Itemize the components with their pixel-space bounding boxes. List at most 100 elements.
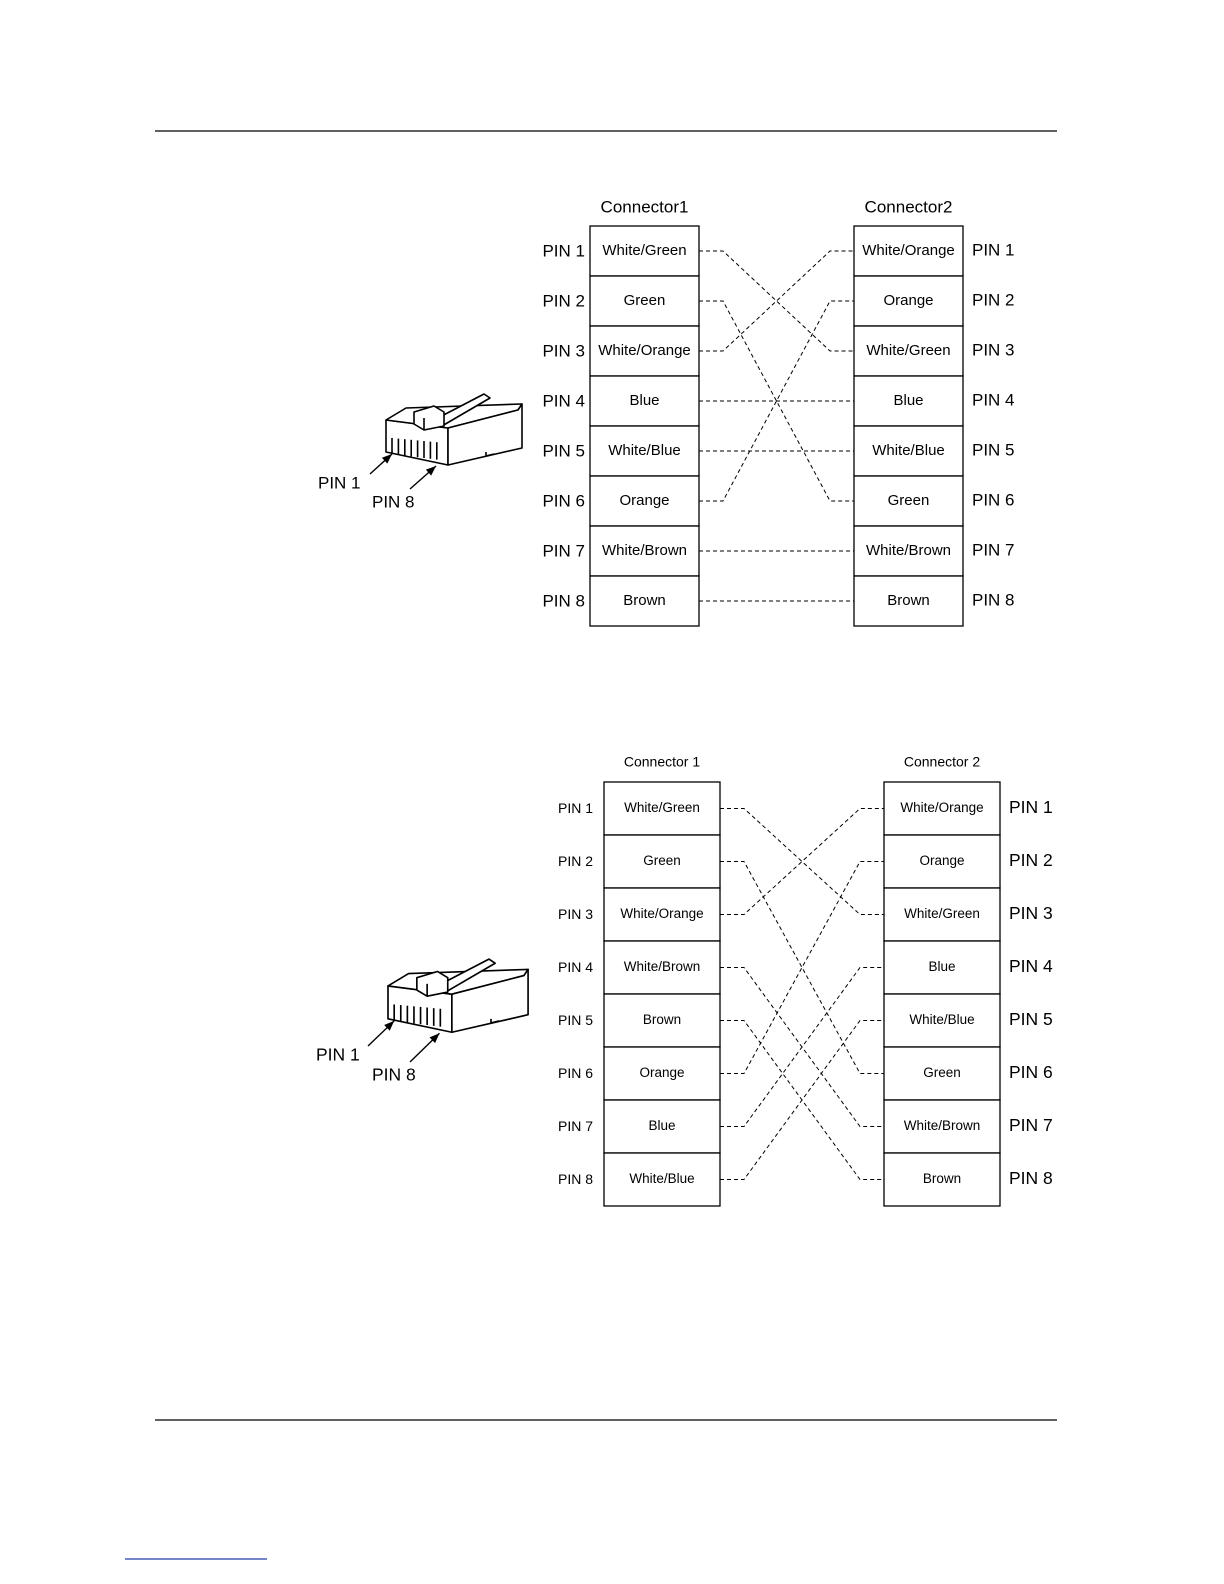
wire-connection xyxy=(720,1020,884,1180)
connector2-pin-label: PIN 8 xyxy=(972,590,1015,609)
connector1-pin-cell xyxy=(589,225,700,277)
connector1-wire-color: Brown xyxy=(643,1012,681,1027)
connector1-pin-label: PIN 7 xyxy=(558,1118,593,1134)
connector1-wire-color: Green xyxy=(643,853,681,868)
connector2-wire-color: White/Green xyxy=(866,342,950,359)
connector2-pin-cell xyxy=(853,525,964,577)
connector2-wire-color: Green xyxy=(923,1065,961,1080)
connector2-pin-label: PIN 6 xyxy=(1009,1062,1053,1082)
connector1-pin-label: PIN 5 xyxy=(542,441,585,460)
wire-connection xyxy=(699,300,854,502)
connector2-pin-label: PIN 3 xyxy=(1009,903,1053,923)
connector1-wire-color: Blue xyxy=(629,392,659,409)
connector1-pin-cell xyxy=(603,781,721,836)
wire-connection xyxy=(720,808,884,915)
connector2-pin-label: PIN 2 xyxy=(972,290,1015,309)
connector1-wire-color: White/Brown xyxy=(624,959,701,974)
connector1-wire-color: White/Blue xyxy=(629,1171,694,1186)
connector2-pin-label: PIN 5 xyxy=(972,440,1015,459)
connector1-wire-color: Green xyxy=(624,292,666,309)
plug-pin1-label: PIN 1 xyxy=(316,1045,360,1065)
connector1-pin-label: PIN 3 xyxy=(558,906,593,922)
connector2-pin-label: PIN 4 xyxy=(1009,956,1053,976)
connector1-pin-label: PIN 6 xyxy=(542,491,585,510)
connector2-wire-color: Green xyxy=(888,492,930,509)
connector2-pin-cell xyxy=(883,887,1001,942)
connector1-wire-color: Blue xyxy=(648,1118,675,1133)
connector1-pin-label: PIN 3 xyxy=(542,341,585,360)
pointer-arrow-icon xyxy=(369,453,393,475)
connector2-wire-color: Orange xyxy=(883,292,933,309)
connector1-pin-cell xyxy=(589,275,700,327)
connector2-pin-cell xyxy=(883,940,1001,995)
connector1-wire-color: White/Orange xyxy=(598,342,691,359)
connector2-wire-color: Blue xyxy=(893,392,923,409)
connector1-pin-label: PIN 2 xyxy=(542,291,585,310)
connector2-pin-cell xyxy=(883,834,1001,889)
connector2-pin-label: PIN 2 xyxy=(1009,850,1053,870)
connector1-pin-cell xyxy=(603,1152,721,1207)
connector1-wire-color: White/Brown xyxy=(602,542,687,559)
connector2-pin-cell xyxy=(853,225,964,277)
connector2-pin-label: PIN 4 xyxy=(972,390,1015,409)
connector2-pin-cell xyxy=(883,781,1001,836)
connector2-wire-color: Blue xyxy=(928,959,955,974)
connector1-pin-cell xyxy=(589,575,700,627)
connector1-pin-label: PIN 2 xyxy=(558,853,593,869)
connector1-pin-label: PIN 8 xyxy=(542,591,585,610)
connector1-pin-label: PIN 4 xyxy=(558,959,593,975)
connector2-pin-cell xyxy=(853,575,964,627)
connector2-wire-color: White/Blue xyxy=(909,1012,974,1027)
connector2-wire-color: White/Blue xyxy=(872,442,945,459)
wire-connection xyxy=(720,967,884,1127)
connector1-pin-label: PIN 4 xyxy=(542,391,585,410)
wire-connection xyxy=(720,808,884,915)
connector1-pin-cell xyxy=(603,1099,721,1154)
pointer-arrow-icon xyxy=(367,1020,395,1047)
connector1-wire-color: Orange xyxy=(619,492,669,509)
connector1-title: Connector1 xyxy=(601,197,689,216)
connector2-pin-label: PIN 7 xyxy=(1009,1115,1053,1135)
connector1-pin-label: PIN 7 xyxy=(542,541,585,560)
connector2-pin-label: PIN 7 xyxy=(972,540,1015,559)
connector1-pin-cell xyxy=(603,940,721,995)
connector1-pin-label: PIN 1 xyxy=(558,800,593,816)
connector2-pin-label: PIN 3 xyxy=(972,340,1015,359)
connector2-title: Connector 2 xyxy=(904,754,980,770)
connector1-pin-cell xyxy=(589,425,700,477)
wire-connection xyxy=(699,250,854,352)
connector1-wire-color: White/Green xyxy=(624,800,700,815)
connector2-pin-label: PIN 8 xyxy=(1009,1168,1053,1188)
rj45-plug-icon xyxy=(385,393,523,466)
connector2-title: Connector2 xyxy=(865,197,953,216)
connector1-wire-color: White/Blue xyxy=(608,442,681,459)
connector2-wire-color: White/Brown xyxy=(904,1118,981,1133)
connector2-wire-color: White/Orange xyxy=(862,242,955,259)
connector2-pin-cell xyxy=(853,475,964,527)
connector2-wire-color: White/Orange xyxy=(900,800,983,815)
connector2-wire-color: Orange xyxy=(919,853,964,868)
connector1-wire-color: White/Green xyxy=(602,242,686,259)
connector1-pin-cell xyxy=(603,887,721,942)
plug-pin1-label: PIN 1 xyxy=(318,473,361,492)
connector1-pin-label: PIN 8 xyxy=(558,1171,593,1187)
connector1-pin-cell xyxy=(603,993,721,1048)
connector2-wire-color: White/Green xyxy=(904,906,980,921)
rj45-plug-icon xyxy=(387,958,529,1034)
pointer-arrow-icon xyxy=(409,465,437,490)
connector1-wire-color: Orange xyxy=(639,1065,684,1080)
connector1-wire-color: Brown xyxy=(623,592,666,609)
connector2-pin-cell xyxy=(883,993,1001,1048)
connector2-pin-label: PIN 6 xyxy=(972,490,1015,509)
wire-connection xyxy=(699,250,854,352)
connector1-pin-label: PIN 5 xyxy=(558,1012,593,1028)
pointer-arrow-icon xyxy=(409,1032,440,1063)
connector2-wire-color: White/Brown xyxy=(866,542,951,559)
connector1-pin-label: PIN 1 xyxy=(542,241,585,260)
connector1-wire-color: White/Orange xyxy=(620,906,703,921)
connector2-wire-color: Brown xyxy=(887,592,930,609)
connector2-pin-label: PIN 1 xyxy=(1009,797,1053,817)
